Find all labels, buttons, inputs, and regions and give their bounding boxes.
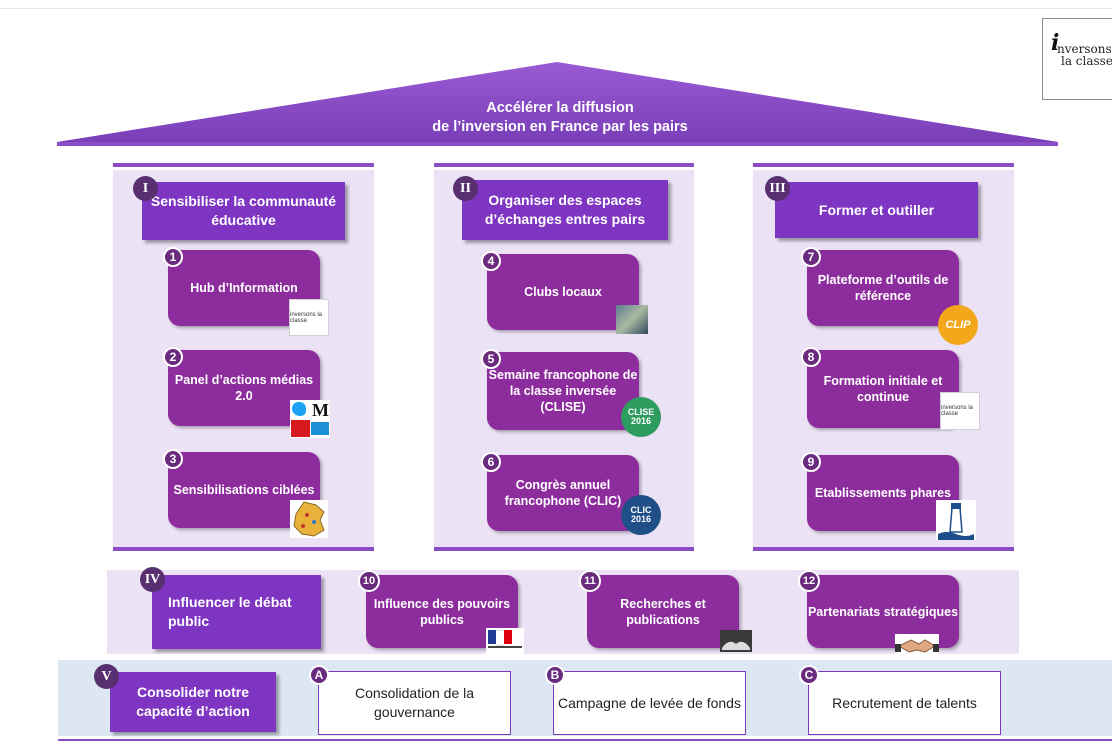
item-a-card: Consolidation de la gouvernance bbox=[318, 671, 511, 735]
republique-francaise-icon bbox=[486, 628, 524, 654]
pillar-3-top-bar bbox=[753, 163, 1014, 167]
roof-shape bbox=[57, 62, 1058, 146]
bottom-divider bbox=[58, 739, 1112, 741]
item-7-card: Plateforme d’outils de référence bbox=[807, 250, 959, 326]
pillar-3-bottom-bar bbox=[753, 547, 1014, 551]
item-5-card: Semaine francophone de la classe inversé… bbox=[487, 352, 639, 430]
clise-badge-icon: CLISE 2016 bbox=[621, 397, 661, 437]
inversons-la-classe-logo: i nversons la classe ! bbox=[1042, 18, 1112, 100]
item-11-card: Recherches et publications bbox=[587, 575, 739, 648]
item-4-card: Clubs locaux bbox=[487, 254, 639, 330]
pillar-3-numeral: III bbox=[765, 176, 790, 201]
handshake-icon bbox=[895, 634, 939, 656]
item-12-number: 12 bbox=[798, 570, 820, 592]
item-3-number: 3 bbox=[163, 449, 183, 469]
item-a-letter: A bbox=[309, 665, 329, 685]
item-6-number: 6 bbox=[481, 452, 501, 472]
pillar-2-numeral: II bbox=[453, 176, 478, 201]
logo-line1: nversons bbox=[1057, 42, 1112, 56]
item-2-number: 2 bbox=[163, 347, 183, 367]
item-9-number: 9 bbox=[801, 452, 821, 472]
pillar-5-header: Consolider notre capacité d’action bbox=[110, 672, 276, 732]
france-map-icon bbox=[290, 500, 328, 538]
logo-line2: la classe bbox=[1061, 54, 1112, 68]
pillar-2-bottom-bar bbox=[434, 547, 694, 551]
pillar-5-numeral: V bbox=[94, 664, 119, 689]
item-5-number: 5 bbox=[481, 349, 501, 369]
flag-caption bbox=[488, 646, 522, 648]
pillar-1-top-bar bbox=[113, 163, 374, 167]
pillar-4-header: Influencer le débat public bbox=[152, 575, 321, 649]
open-book-icon bbox=[720, 630, 752, 652]
pillar-1-bottom-bar bbox=[113, 547, 374, 551]
item-b-letter: B bbox=[545, 665, 565, 685]
twitter-bird-icon bbox=[292, 402, 306, 416]
lexpress-logo-icon bbox=[291, 420, 310, 437]
item-c-card: Recrutement de talents bbox=[808, 671, 1001, 735]
item-9-card: Etablissements phares bbox=[807, 455, 959, 531]
item-4-number: 4 bbox=[481, 251, 501, 271]
media-logos-icon: M bbox=[290, 400, 330, 438]
pillar-4-numeral: IV bbox=[140, 567, 165, 592]
pillar-1-numeral: I bbox=[133, 176, 158, 201]
pillar-3-header: Former et outiller bbox=[775, 182, 978, 238]
flag-white bbox=[496, 630, 504, 646]
item-8-number: 8 bbox=[801, 347, 821, 367]
clip-badge-icon: CLIP bbox=[938, 305, 978, 345]
le-monde-m-icon: M bbox=[312, 400, 329, 420]
item-8-card: Formation initiale et continue bbox=[807, 350, 959, 428]
inversons-la-classe-logo-icon: inversons la classe bbox=[940, 392, 980, 430]
item-7-number: 7 bbox=[801, 247, 821, 267]
clic-badge-icon: CLIC 2016 bbox=[621, 495, 661, 535]
item-b-card: Campagne de levée de fonds bbox=[553, 671, 746, 735]
item-10-number: 10 bbox=[358, 570, 380, 592]
item-1-number: 1 bbox=[163, 247, 183, 267]
logo-mark: i bbox=[1051, 30, 1060, 56]
item-c-letter: C bbox=[799, 665, 819, 685]
meeting-photo-icon bbox=[616, 305, 648, 334]
flag-red bbox=[504, 630, 512, 644]
roof-title-line2: de l’inversion en France par les pairs bbox=[432, 119, 688, 135]
inversons-la-classe-logo-icon: inversons la classe bbox=[289, 299, 329, 336]
item-11-number: 11 bbox=[579, 570, 601, 592]
pillar-2-header: Organiser des espaces d’échanges entres … bbox=[462, 180, 668, 240]
pillar-1-header: Sensibiliser la communauté éducative bbox=[142, 182, 345, 240]
roof-title: Accélérer la diffusion de l’inversion en… bbox=[360, 99, 760, 137]
lighthouse-icon bbox=[936, 500, 976, 540]
top-divider bbox=[0, 8, 1112, 9]
flag-blue bbox=[488, 630, 496, 644]
blue-logo-icon bbox=[311, 422, 329, 435]
pillar-2-top-bar bbox=[434, 163, 694, 167]
logo-text: i nversons la classe ! bbox=[1051, 32, 1112, 68]
item-6-card: Congrès annuel francophone (CLIC) bbox=[487, 455, 639, 531]
roof-title-line1: Accélérer la diffusion bbox=[486, 100, 634, 116]
